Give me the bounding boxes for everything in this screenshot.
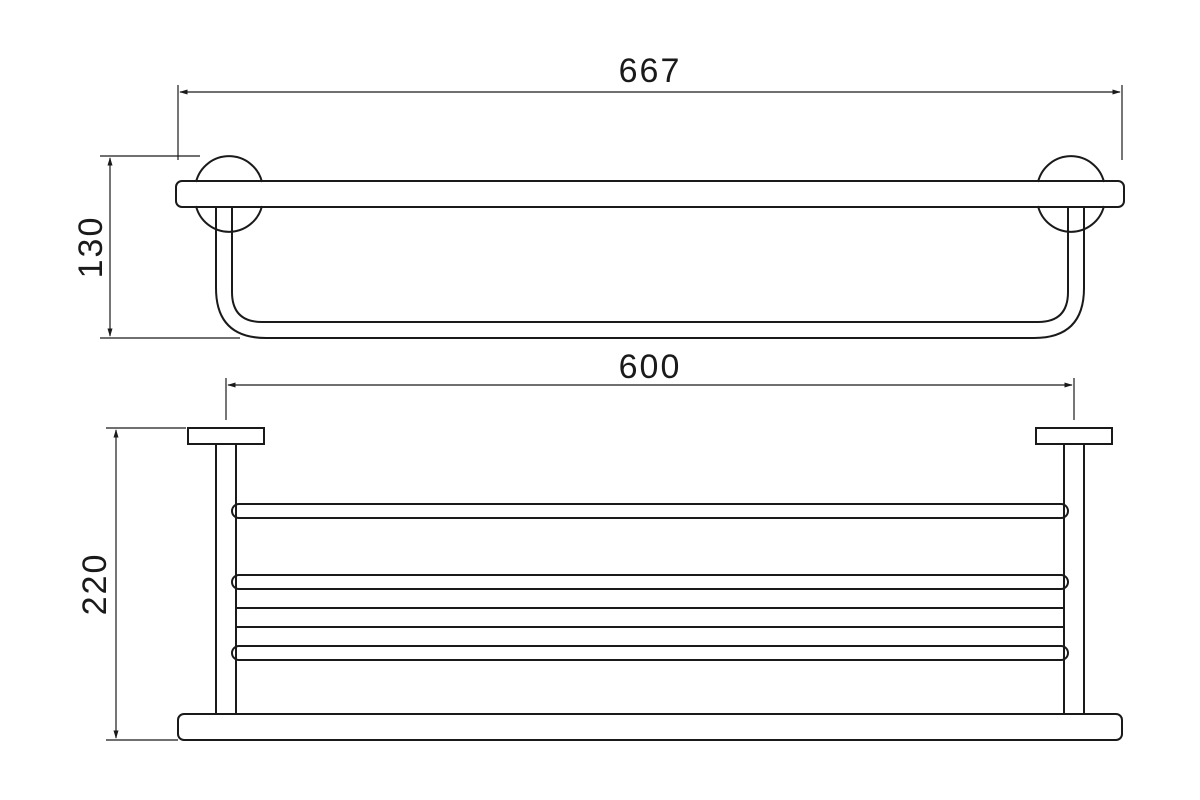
- dimension-label-width: 600: [619, 348, 682, 386]
- dimension-label-height: 220: [76, 553, 114, 616]
- dimension-220: 220: [76, 427, 186, 741]
- dimension-667: 667: [177, 52, 1123, 160]
- top-view: 667 130: [72, 52, 1125, 339]
- u-rail-inner: [231, 207, 1069, 323]
- wall-mount-right-top: [1037, 155, 1105, 183]
- dimension-600: 600: [225, 348, 1075, 420]
- shelf-bar-2: [231, 574, 1069, 590]
- top-bar: [175, 180, 1125, 208]
- wall-mount-left-top: [195, 155, 263, 183]
- shelf-bar-1: [231, 503, 1069, 519]
- u-rail-outer: [215, 207, 1085, 339]
- front-view: 600 220: [76, 348, 1123, 741]
- dimension-label-width: 667: [619, 52, 682, 90]
- dimension-130: 130: [72, 155, 240, 339]
- bottom-bar: [177, 713, 1123, 741]
- mount-plate-left: [187, 427, 265, 445]
- wall-mount-left-bottom: [195, 205, 263, 233]
- wall-mount-right-bottom: [1037, 205, 1105, 233]
- dimension-label-height: 130: [72, 216, 110, 279]
- shelf-bar-3: [231, 645, 1069, 661]
- mount-plate-right: [1035, 427, 1113, 445]
